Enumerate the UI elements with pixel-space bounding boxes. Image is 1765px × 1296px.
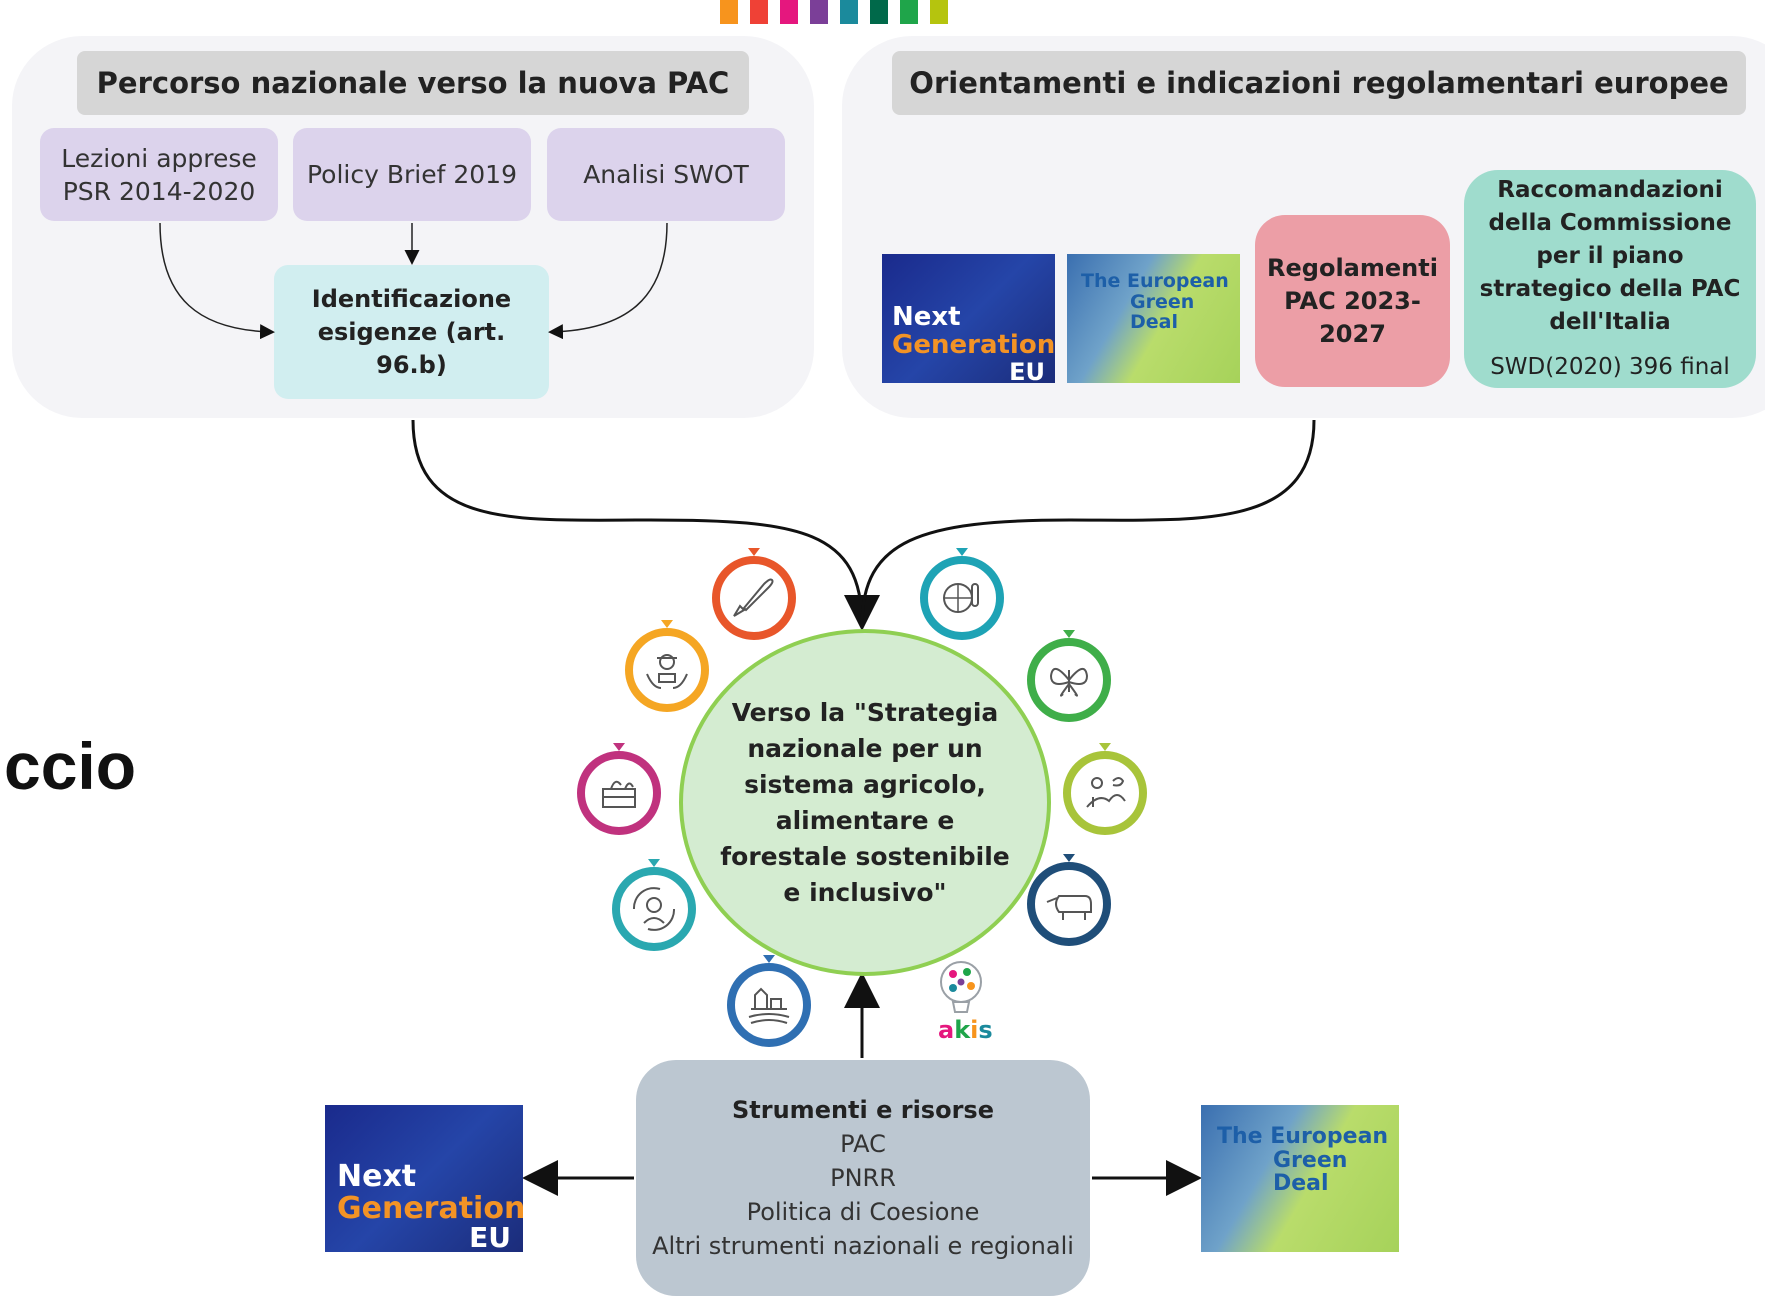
raccomandazioni-box: Raccomandazioni della Commissione per il… <box>1464 170 1756 388</box>
color-stripe <box>870 0 888 24</box>
european-green-deal-logo-bottom: The European Green Deal <box>1201 1105 1399 1252</box>
color-stripe <box>750 0 768 24</box>
identificazione-esigenze-box: Identificazione esigenze (art. 96.b) <box>274 265 549 399</box>
arrow-right-panel-to-center <box>860 419 1316 626</box>
color-stripe <box>840 0 858 24</box>
rocket-icon <box>712 548 796 640</box>
strategia-nazionale-circle: Verso la "Strategia nazionale per un sis… <box>679 629 1051 976</box>
color-stripe <box>900 0 918 24</box>
raccomandazioni-ref: SWD(2020) 396 final <box>1490 354 1730 380</box>
color-stripe <box>720 0 738 24</box>
strumenti-risorse-box: Strumenti e risorse PAC PNRR Politica di… <box>636 1060 1090 1296</box>
next-generation-eu-logo-bottom: Next Generation EU <box>325 1105 523 1252</box>
color-stripe <box>780 0 798 24</box>
akis-lightbulb-icon <box>940 961 982 1013</box>
right-panel-title: Orientamenti e indicazioni regolamentari… <box>892 51 1746 115</box>
strumenti-item-coesione: Politica di Coesione <box>746 1198 980 1226</box>
strategia-nazionale-text: Verso la "Strategia nazionale per un sis… <box>720 697 1010 907</box>
partial-title: ccio <box>4 729 137 803</box>
strumenti-item-pac: PAC <box>840 1130 886 1158</box>
color-stripe <box>930 0 948 24</box>
policy-brief-box: Policy Brief 2019 <box>293 128 531 221</box>
raccomandazioni-title: Raccomandazioni della Commissione per il… <box>1479 177 1741 335</box>
landscape-sun-icon <box>1063 743 1147 835</box>
regolamenti-pac-box: Regolamenti PAC 2023-2027 <box>1255 215 1450 387</box>
arrow-left-panel-to-center <box>411 419 880 631</box>
arrow-lezioni-to-identificazione <box>159 222 275 340</box>
globe-thermometer-icon <box>920 548 1004 640</box>
arrow-swot-to-identificazione <box>548 222 668 340</box>
analisi-swot-box: Analisi SWOT <box>547 128 785 221</box>
lezioni-apprese-box: Lezioni apprese PSR 2014-2020 <box>40 128 278 221</box>
farmer-hands-icon <box>625 620 709 712</box>
strumenti-item-pnrr: PNRR <box>830 1164 896 1192</box>
farmer-cycle-icon <box>612 859 696 951</box>
strumenti-title: Strumenti e risorse <box>732 1096 994 1124</box>
next-generation-eu-logo: Next Generation EU <box>882 254 1055 383</box>
livestock-icon <box>1027 854 1111 946</box>
butterfly-icon <box>1027 630 1111 722</box>
produce-crate-icon <box>577 743 661 835</box>
color-stripe <box>810 0 828 24</box>
left-panel-title: Percorso nazionale verso la nuova PAC <box>77 51 749 115</box>
european-green-deal-logo: The European Green Deal <box>1067 254 1240 383</box>
akis-label: akis <box>938 1016 993 1044</box>
rural-village-icon <box>727 955 811 1047</box>
strumenti-item-altri: Altri strumenti nazionali e regionali <box>652 1232 1074 1260</box>
